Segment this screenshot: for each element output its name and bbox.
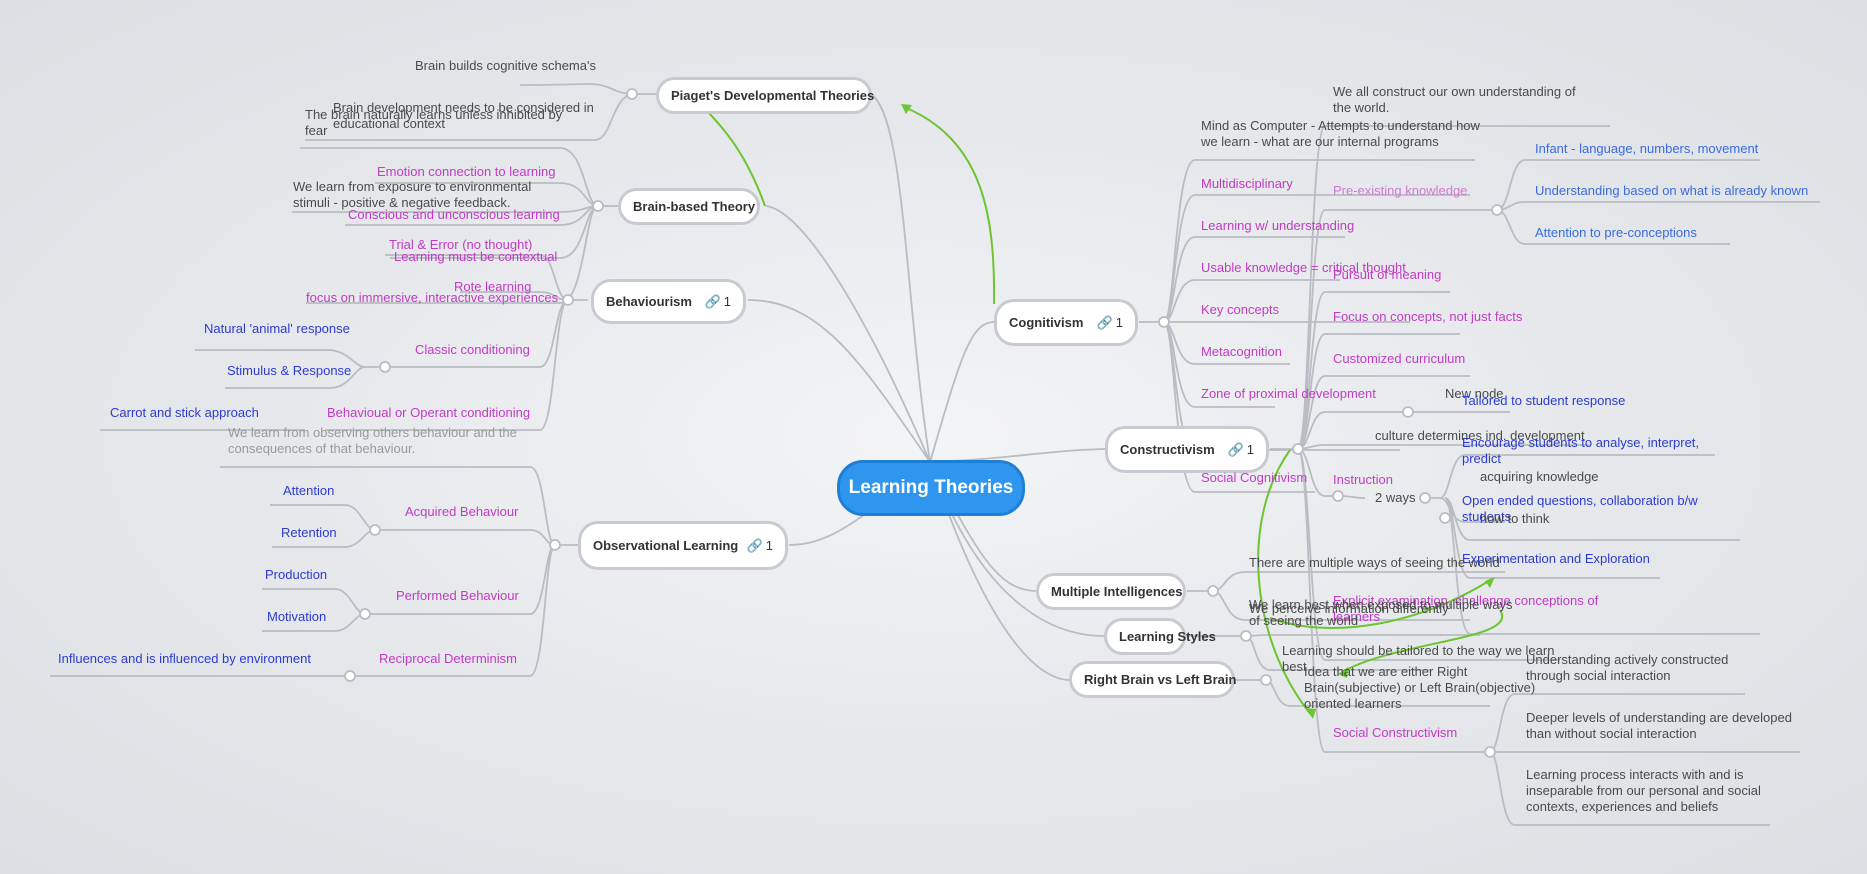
topic-behaviourism[interactable]: Behaviourism 🔗1 <box>591 279 746 324</box>
subtopic[interactable]: Infant - language, numbers, movement <box>1535 141 1759 156</box>
subtopic[interactable]: Multidisciplinary <box>1201 176 1293 191</box>
topic-label: Constructivism <box>1120 442 1215 457</box>
subtopic[interactable]: Natural 'animal' response <box>204 321 350 336</box>
subtopic[interactable]: We learn from observing others behaviour… <box>228 425 517 456</box>
subtopic[interactable]: Tailored to student response <box>1462 393 1626 408</box>
subtopic[interactable]: Attention <box>283 483 335 498</box>
subtopic[interactable]: Acquired Behaviour <box>405 504 519 519</box>
subtopic[interactable]: Focus on concepts, not just facts <box>1333 309 1523 324</box>
subtopic[interactable]: Deeper levels of understanding are devel… <box>1526 710 1792 741</box>
link-icon: 🔗 <box>704 293 721 309</box>
subtopic[interactable]: Reciprocal Determinism <box>379 651 517 666</box>
topic-brain-based[interactable]: Brain-based Theory <box>618 188 760 225</box>
central-topic[interactable]: Learning Theories <box>837 460 1025 516</box>
subtopic[interactable]: Learning process interacts with and is i… <box>1526 767 1761 814</box>
link-icon: 🔗 <box>746 537 763 553</box>
topic-label: Cognitivism <box>1009 315 1084 330</box>
subtopic[interactable]: how to think <box>1480 511 1550 526</box>
topic-multiple-intelligences[interactable]: Multiple Intelligences <box>1036 573 1186 610</box>
subtopic[interactable]: Carrot and stick approach <box>110 405 259 420</box>
subtopic[interactable]: New node <box>1445 386 1504 401</box>
subtopic[interactable]: The brain naturally learns unless inhibi… <box>305 107 563 138</box>
link-icon: 🔗 <box>1227 441 1244 457</box>
topic-observational[interactable]: Observational Learning 🔗1 <box>578 521 788 570</box>
subtopic[interactable]: Pursuit of meaning <box>1333 267 1442 282</box>
subtopic[interactable]: Social Constructivism <box>1333 725 1458 740</box>
topic-right-vs-left-brain[interactable]: Right Brain vs Left Brain <box>1069 661 1237 698</box>
subtopic[interactable]: Conscious and unconscious learning <box>348 207 560 222</box>
subtopic[interactable]: Trial & Error (no thought) <box>389 237 533 252</box>
subtopic[interactable]: Encourage students to analyse, interpret… <box>1462 435 1700 466</box>
subtopic[interactable]: Motivation <box>267 609 327 624</box>
subtopic[interactable]: Stimulus & Response <box>227 363 352 378</box>
subtopic[interactable]: Production <box>265 567 328 582</box>
subtopic[interactable]: Key concepts <box>1201 302 1280 317</box>
subtopic[interactable]: Explicit examination, challenge concepti… <box>1333 593 1599 624</box>
subtopic[interactable]: Learning w/ understanding <box>1201 218 1355 233</box>
topic-label: Observational Learning <box>593 538 739 553</box>
subtopic[interactable]: acquiring knowledge <box>1480 469 1599 484</box>
subtopic[interactable]: focus on immersive, interactive experien… <box>306 290 559 305</box>
subtopic[interactable]: Open ended questions, collaboration b/w … <box>1462 493 1698 524</box>
subtopic[interactable]: We all construct our own understanding o… <box>1333 84 1576 115</box>
subtopic[interactable]: There are multiple ways of seeing the wo… <box>1249 555 1500 570</box>
subtopic[interactable]: Retention <box>281 525 337 540</box>
topic-learning-styles[interactable]: Learning Styles <box>1104 618 1216 655</box>
subtopic[interactable]: Mind as Computer - Attempts to understan… <box>1201 118 1480 149</box>
subtopic[interactable]: Learning should be tailored to the way w… <box>1282 643 1555 674</box>
subtopic[interactable]: Experimentation and Exploration <box>1462 551 1650 566</box>
subtopic[interactable]: Social Cognitivism <box>1201 470 1308 485</box>
subtopic[interactable]: Classic conditioning <box>415 342 530 357</box>
subtopic[interactable]: We learn from exposure to environmental … <box>293 179 532 210</box>
topic-label: Right Brain vs Left Brain <box>1084 672 1237 687</box>
topic-label: Brain-based Theory <box>633 199 756 214</box>
subtopic[interactable]: Brain development needs to be considered… <box>333 100 594 131</box>
subtopic[interactable]: Behavioual or Operant conditioning <box>327 405 531 420</box>
subtopic[interactable]: Understanding actively constructed throu… <box>1526 652 1729 683</box>
link-count[interactable]: 🔗1 <box>704 293 731 310</box>
link-icon: 🔗 <box>1096 314 1113 330</box>
subtopic[interactable]: We learn best when exposed to multiple w… <box>1249 597 1513 628</box>
subtopic[interactable]: Learning must be contextual <box>394 249 558 264</box>
topic-piaget[interactable]: Piaget's Developmental Theories <box>656 77 875 114</box>
subtopic[interactable]: Performed Behaviour <box>396 588 519 603</box>
subtopic[interactable]: Rote learning <box>454 279 532 294</box>
subtopic[interactable]: Pre-existing knowledge <box>1333 183 1468 198</box>
subtopic[interactable]: Zone of proximal development <box>1201 386 1376 401</box>
topic-label: Behaviourism <box>606 294 692 309</box>
subtopic[interactable]: culture determines ind. development <box>1375 428 1585 443</box>
subtopic[interactable]: Idea that we are either Right Brain(subj… <box>1304 664 1536 711</box>
topic-label: Learning Styles <box>1119 629 1216 644</box>
subtopic[interactable]: Brain builds cognitive schema's <box>415 58 596 73</box>
link-count[interactable]: 🔗1 <box>1227 441 1254 458</box>
topic-constructivism[interactable]: Constructivism 🔗1 <box>1105 426 1269 473</box>
subtopic[interactable]: Metacognition <box>1201 344 1282 359</box>
subtopic[interactable]: Attention to pre-conceptions <box>1535 225 1697 240</box>
topic-label: Piaget's Developmental Theories <box>671 88 875 103</box>
subtopic[interactable]: Understanding based on what is already k… <box>1535 183 1809 198</box>
subtopic[interactable]: Instruction <box>1333 472 1393 487</box>
topic-cognitivism[interactable]: Cognitivism 🔗1 <box>994 299 1138 346</box>
topic-label: Multiple Intelligences <box>1051 584 1183 599</box>
subtopic[interactable]: Usable knowledge = critical thought <box>1201 260 1406 275</box>
link-count[interactable]: 🔗1 <box>746 537 773 554</box>
subtopic[interactable]: Emotion connection to learning <box>377 164 556 179</box>
subtopic[interactable]: We perceive information differently <box>1249 601 1449 616</box>
subtopic[interactable]: Influences and is influenced by environm… <box>58 651 311 666</box>
link-count[interactable]: 🔗1 <box>1096 314 1123 331</box>
subtopic[interactable]: Customized curriculum <box>1333 351 1466 366</box>
subtopic[interactable]: 2 ways <box>1375 490 1416 505</box>
